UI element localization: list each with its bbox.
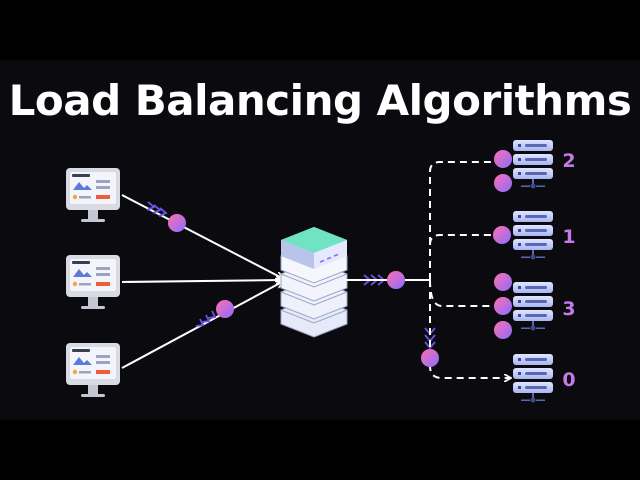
client-1-connection xyxy=(121,194,282,278)
request-dot xyxy=(216,300,234,318)
client-monitor-2 xyxy=(66,255,120,309)
motion-chevrons-3 xyxy=(195,310,217,327)
monitor-icon xyxy=(66,168,120,222)
server-1-request xyxy=(494,150,512,168)
letterbox-top xyxy=(0,0,640,60)
server-2 xyxy=(513,211,553,260)
monitor-icon xyxy=(66,343,120,397)
load-balancer xyxy=(280,227,348,338)
server-4-count: 0 xyxy=(562,369,575,391)
client-monitor-1 xyxy=(66,168,120,222)
server-3-request xyxy=(494,321,512,339)
server-3-request xyxy=(494,273,512,291)
server-3-request xyxy=(494,297,512,315)
server-rack-icon xyxy=(513,140,553,189)
server-1 xyxy=(513,140,553,189)
load-balancing-diagram: 2 1 3 0 xyxy=(66,140,576,403)
server-rack-icon xyxy=(513,282,553,331)
load-balancer-stack-icon xyxy=(280,227,348,338)
request-dot xyxy=(421,349,439,367)
client-2-connection xyxy=(121,280,282,282)
diagram-title: Load Balancing Algorithms xyxy=(8,76,632,125)
server-rack-icon xyxy=(513,354,553,403)
request-dot xyxy=(387,271,405,289)
motion-chevrons-1 xyxy=(146,201,168,217)
server-3 xyxy=(513,282,553,331)
server-3-count: 3 xyxy=(562,298,575,320)
server-4 xyxy=(513,354,553,403)
routing-paths xyxy=(429,162,510,378)
server-rack-icon xyxy=(513,211,553,260)
server-2-request xyxy=(493,226,511,244)
server-1-request xyxy=(494,174,512,192)
letterbox-bottom xyxy=(0,420,640,480)
client-monitor-3 xyxy=(66,343,120,397)
server-2-count: 1 xyxy=(562,226,575,248)
server-1-count: 2 xyxy=(562,150,575,172)
diagram-frame: Load Balancing Algorithms xyxy=(0,60,640,420)
request-dot xyxy=(168,214,186,232)
monitor-icon xyxy=(66,255,120,309)
